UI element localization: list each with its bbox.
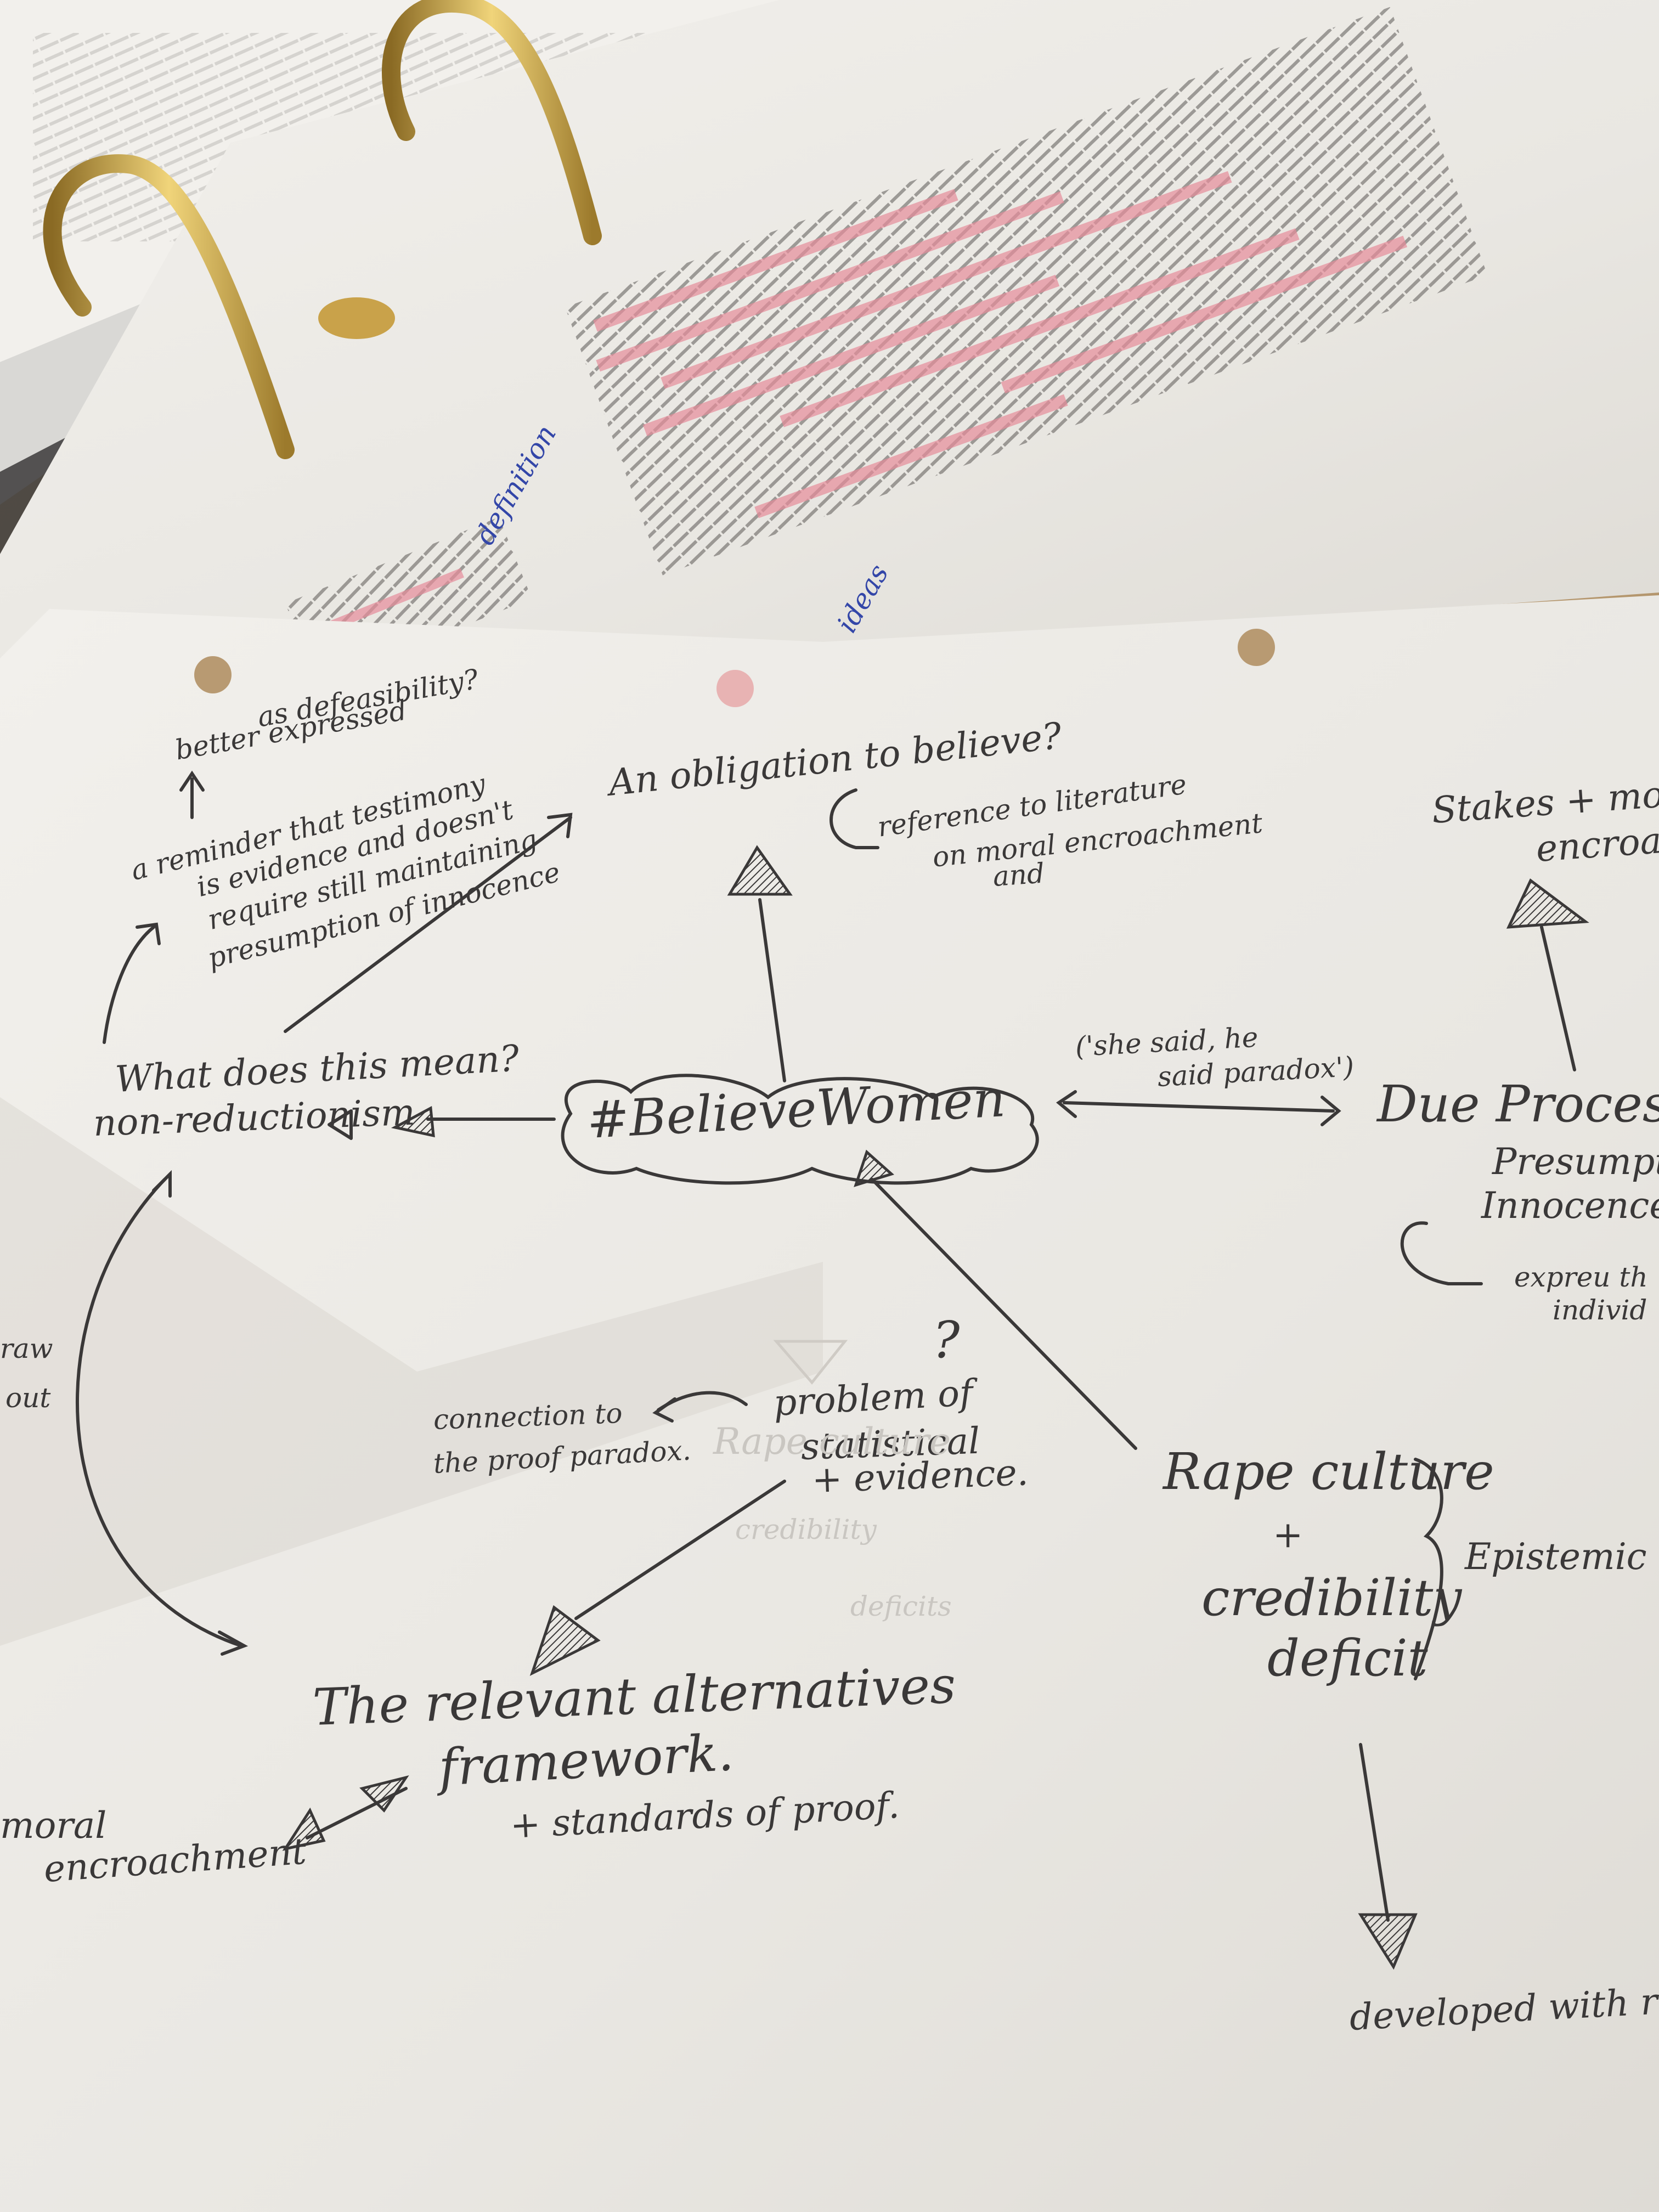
note-faint-rape-culture: Rape culture — [713, 1421, 951, 1463]
note-raw: raw — [0, 1333, 53, 1365]
note-moral: moral — [0, 1805, 106, 1847]
punch-hole-2 — [716, 670, 754, 707]
note-expreu-1: expreu th — [1514, 1262, 1648, 1294]
note-innocence: Innocence — [1481, 1185, 1659, 1227]
note-faint-deficits: deficits — [850, 1591, 952, 1623]
note-faint-credibility: credibility — [735, 1514, 877, 1546]
note-out: out — [5, 1383, 50, 1414]
note-question-mark: ? — [933, 1311, 960, 1369]
note-epistemic: Epistemic in — [1465, 1536, 1659, 1578]
binder-ring-hinge — [318, 297, 395, 339]
punch-hole-1 — [194, 656, 232, 693]
note-rape-culture: Rape culture — [1163, 1443, 1494, 1501]
note-deficit: deficit — [1267, 1629, 1428, 1688]
note-reference-3: and — [992, 858, 1046, 893]
note-plus: + — [1273, 1514, 1303, 1556]
note-presumption: Presumption — [1492, 1141, 1659, 1183]
note-expreu-2: individ — [1553, 1295, 1647, 1327]
note-connection-1: connection to — [433, 1398, 623, 1436]
note-due-process: Due Process — [1377, 1075, 1659, 1133]
note-credibility: credibility — [1201, 1569, 1462, 1627]
punch-hole-3 — [1238, 629, 1275, 666]
